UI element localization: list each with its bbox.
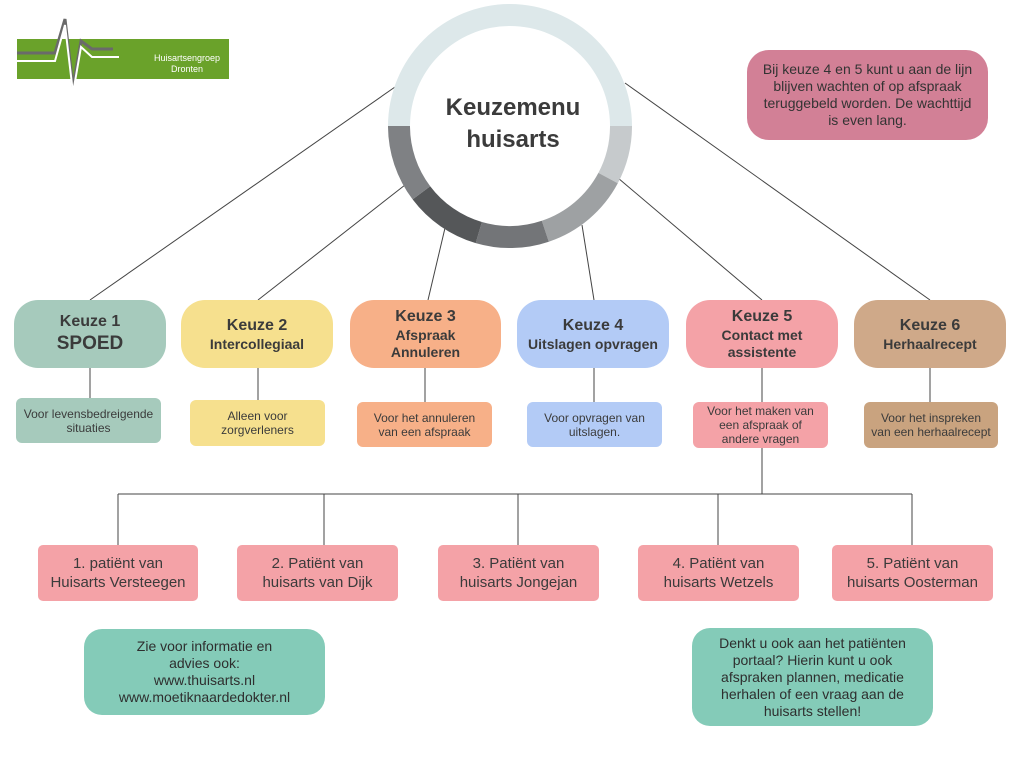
choice-5-label-line2: assistente bbox=[727, 344, 797, 360]
choice-6-number: Keuze 6 bbox=[899, 316, 961, 334]
connector-keuze6 bbox=[624, 82, 931, 301]
doctor-option-4: 4. Patiënt van huisarts Wetzels bbox=[638, 545, 799, 601]
choice-2-description: Alleen voor zorgverleners bbox=[190, 400, 325, 446]
logo-text: Huisartsengroep Dronten bbox=[153, 53, 221, 74]
choice-4-label: Uitslagen opvragen bbox=[528, 335, 658, 352]
choice-5-label-line1: Contact met bbox=[721, 327, 803, 343]
connector-keuze2 bbox=[257, 184, 406, 301]
connector-keuze3 bbox=[427, 227, 446, 301]
choice-6-description: Voor het inspreken van een herhaalrecept bbox=[864, 402, 998, 448]
choice-1-box: Keuze 1 SPOED bbox=[14, 300, 166, 368]
doctor-option-2: 2. Patiënt van huisarts van Dijk bbox=[237, 545, 398, 601]
choice-3-description: Voor het annuleren van een afspraak bbox=[357, 402, 492, 447]
patient-portal-note: Denkt u ook aan het patiënten portaal? H… bbox=[692, 628, 933, 726]
choice-2-label: Intercollegiaal bbox=[209, 335, 305, 352]
connector-keuze1 bbox=[89, 86, 396, 301]
choice-5-number: Keuze 5 bbox=[731, 308, 793, 325]
choice-4-box: Keuze 4 Uitslagen opvragen bbox=[517, 300, 669, 368]
ring-graphic bbox=[388, 4, 633, 249]
choice-1-number: Keuze 1 bbox=[59, 313, 121, 330]
logo-graphic bbox=[17, 18, 229, 94]
choice-3-number: Keuze 3 bbox=[395, 308, 456, 325]
choice-2-number: Keuze 2 bbox=[226, 316, 288, 334]
choice-4-number: Keuze 4 bbox=[562, 316, 624, 334]
thuisarts-link[interactable]: www.thuisarts.nl bbox=[153, 672, 256, 688]
callback-note: Bij keuze 4 en 5 kunt u aan de lijn blij… bbox=[747, 50, 988, 140]
choice-5-description: Voor het maken van een afspraak of ander… bbox=[693, 402, 828, 448]
choice-2-box: Keuze 2 Intercollegiaal bbox=[181, 300, 333, 368]
logo: Huisartsengroep Dronten bbox=[17, 13, 229, 98]
doctor-option-5: 5. Patiënt van huisarts Oosterman bbox=[832, 545, 993, 601]
choice-5-box: Keuze 5 Contact met assistente bbox=[686, 300, 838, 368]
connector-keuze4 bbox=[581, 224, 595, 301]
choice-6-box: Keuze 6 Herhaalrecept bbox=[854, 300, 1006, 368]
choice-3-label-line2: Annuleren bbox=[390, 344, 461, 360]
choice-1-description: Voor levensbedreigende situaties bbox=[16, 398, 161, 443]
doctor-option-1: 1. patiënt van Huisarts Versteegen bbox=[38, 545, 198, 601]
connector-keuze5 bbox=[617, 177, 763, 301]
choice-6-label: Herhaalrecept bbox=[883, 335, 977, 352]
choice-3-box: Keuze 3 Afspraak Annuleren bbox=[350, 300, 501, 368]
title-line-2: huisarts bbox=[466, 126, 560, 153]
title-line-1: Keuzemenu bbox=[445, 94, 581, 121]
diagram-title: Keuzemenu huisarts bbox=[425, 92, 601, 156]
choice-4-description: Voor opvragen van uitslagen. bbox=[527, 402, 662, 447]
info-websites-note: Zie voor informatie en advies ook: www.t… bbox=[84, 629, 325, 715]
doctor-option-3: 3. Patiënt van huisarts Jongejan bbox=[438, 545, 599, 601]
choice-3-label-line1: Afspraak bbox=[395, 327, 456, 343]
moetiknaardedokter-link[interactable]: www.moetiknaardedokter.nl bbox=[118, 689, 291, 705]
choice-1-label: SPOED bbox=[56, 333, 124, 354]
